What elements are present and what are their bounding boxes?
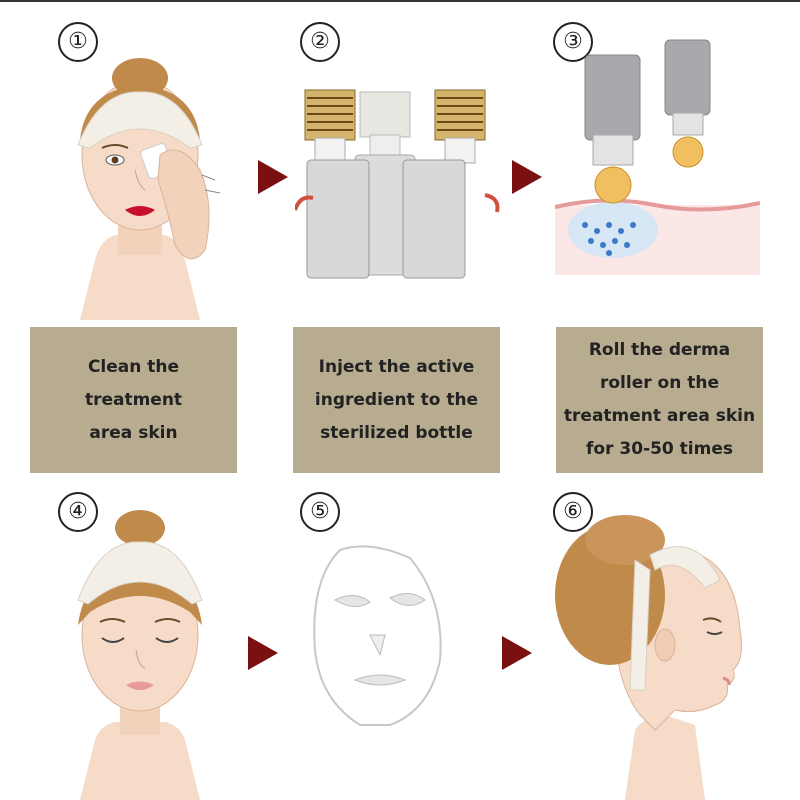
sheet-mask-illustration [313,545,442,726]
derma-roller-bottles-illustration [295,89,500,279]
step-number-5: ⑤ [300,492,340,532]
caption-text-1: Clean the treatment area skin [84,356,183,443]
caption-step-2: Inject the active ingredient to the ster… [293,327,500,473]
step-number-4: ④ [58,492,98,532]
face-eyes-closed-illustration [77,510,203,800]
right-triangle-icon [502,636,532,670]
step-number-6: ⑥ [553,492,593,532]
caption-step-1: Clean the treatment area skin [30,327,237,473]
right-triangle-icon [258,160,288,194]
caption-text-2: Inject the active ingredient to the ster… [314,356,479,443]
right-triangle-icon [248,636,278,670]
caption-text-3: Roll the derma roller on the treatment a… [563,340,756,459]
right-triangle-icon [512,160,542,194]
step-number-2: ② [300,22,340,62]
step-number-3: ③ [553,22,593,62]
roller-on-skin-illustration [555,39,760,275]
top-border [0,0,800,2]
step-number-1: ① [58,22,98,62]
caption-step-3: Roll the derma roller on the treatment a… [556,327,763,473]
face-profile-illustration [555,515,742,800]
face-cleaning-illustration [77,58,221,320]
